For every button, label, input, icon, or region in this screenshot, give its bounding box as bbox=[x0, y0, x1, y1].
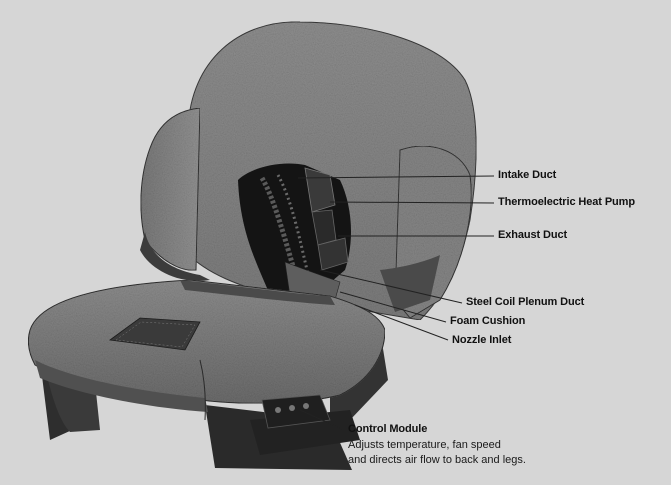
control-module-description-2: and directs air flow to back and legs. bbox=[348, 453, 526, 468]
control-module-description-1: Adjusts temperature, fan speed bbox=[348, 438, 501, 453]
exhaust-duct-label: Exhaust Duct bbox=[498, 229, 567, 241]
heat-pump-label: Thermoelectric Heat Pump bbox=[498, 196, 635, 208]
control-module-label: Control Module bbox=[348, 423, 427, 435]
foam-cushion-label: Foam Cushion bbox=[450, 315, 525, 327]
nozzle-inlet-label: Nozzle Inlet bbox=[452, 334, 511, 346]
steel-coil-label: Steel Coil Plenum Duct bbox=[466, 296, 584, 308]
intake-duct-label: Intake Duct bbox=[498, 169, 556, 181]
